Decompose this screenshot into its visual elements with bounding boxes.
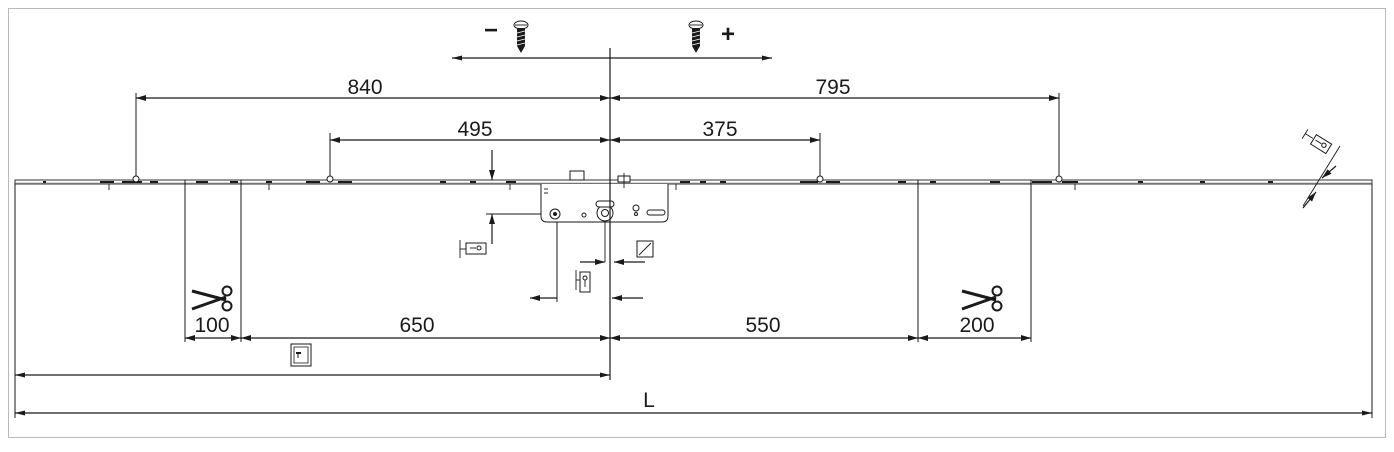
backset-dimension [486,150,541,244]
locking-rollers [108,175,1076,190]
label-650: 650 [399,314,434,337]
label-100: 100 [194,314,229,337]
diagram-frame [8,8,1386,438]
cylinder-icon [575,270,591,293]
adjust-plus-screw-icon [688,20,704,53]
locking-bar [14,179,1373,185]
keeper-icon [459,240,487,258]
square-section-icon [580,240,654,265]
plus-sign: + [721,21,735,48]
cut-left-scissors-icon [191,285,233,312]
main-lock-case [540,170,669,223]
label-495: 495 [457,118,492,141]
bar-section-indicator [1302,145,1341,209]
label-550: 550 [745,314,780,337]
label-total-length: L [643,389,655,412]
bar-slots [43,181,1273,183]
cut-right-scissors-icon [961,285,1003,312]
label-840: 840 [347,76,382,99]
bar-profile-icon [1301,129,1333,155]
adjust-minus-screw-icon [513,20,529,53]
keeper-position-icon [290,343,312,367]
label-200: 200 [959,314,994,337]
label-375: 375 [702,118,737,141]
label-795: 795 [815,76,850,99]
minus-sign: − [484,17,498,44]
